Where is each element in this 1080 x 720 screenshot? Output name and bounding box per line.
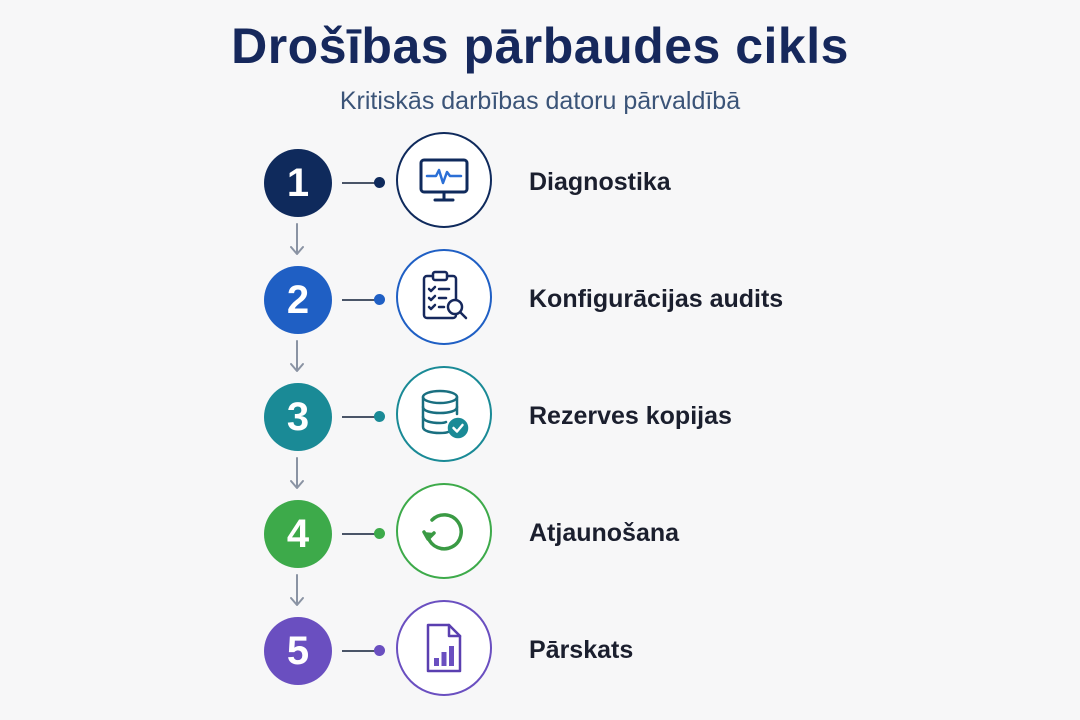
step-number-badge: 4: [264, 500, 332, 568]
step-number-badge: 3: [264, 383, 332, 451]
step-4: 4 Atjaunošana: [0, 483, 1080, 583]
step-label: Konfigurācijas audits: [529, 285, 784, 313]
connector-dot: [374, 411, 385, 422]
step-number-badge: 5: [264, 617, 332, 685]
clipboard-search-icon: [396, 249, 492, 345]
step-number-badge: 1: [264, 149, 332, 217]
connector-line: [342, 533, 380, 535]
step-3: 3 Rezerves kopijas: [0, 366, 1080, 466]
connector-line: [342, 182, 380, 184]
connector-dot: [374, 645, 385, 656]
connector-line: [342, 416, 380, 418]
connector-dot: [374, 528, 385, 539]
connector-line: [342, 650, 380, 652]
down-arrow-icon: [290, 457, 304, 489]
step-2: 2 Konfigurācijas audits: [0, 249, 1080, 349]
down-arrow-icon: [290, 223, 304, 255]
step-1: 1 Diagnostika: [0, 132, 1080, 232]
down-arrow-icon: [290, 574, 304, 606]
restore-cycle-icon: [396, 483, 492, 579]
database-check-icon: [396, 366, 492, 462]
down-arrow-icon: [290, 340, 304, 372]
page-subtitle: Kritiskās darbības datoru pārvaldībā: [339, 87, 741, 115]
connector-dot: [374, 294, 385, 305]
step-number-badge: 2: [264, 266, 332, 334]
page-title: Drošības pārbaudes cikls: [231, 18, 849, 74]
step-label: Rezerves kopijas: [529, 402, 732, 430]
report-chart-icon: [396, 600, 492, 696]
step-label: Pārskats: [529, 636, 634, 664]
step-label: Diagnostika: [529, 168, 671, 196]
connector-dot: [374, 177, 385, 188]
connector-line: [342, 299, 380, 301]
step-5: 5 Pārskats: [0, 600, 1080, 700]
step-label: Atjaunošana: [529, 519, 680, 547]
monitor-pulse-icon: [396, 132, 492, 228]
